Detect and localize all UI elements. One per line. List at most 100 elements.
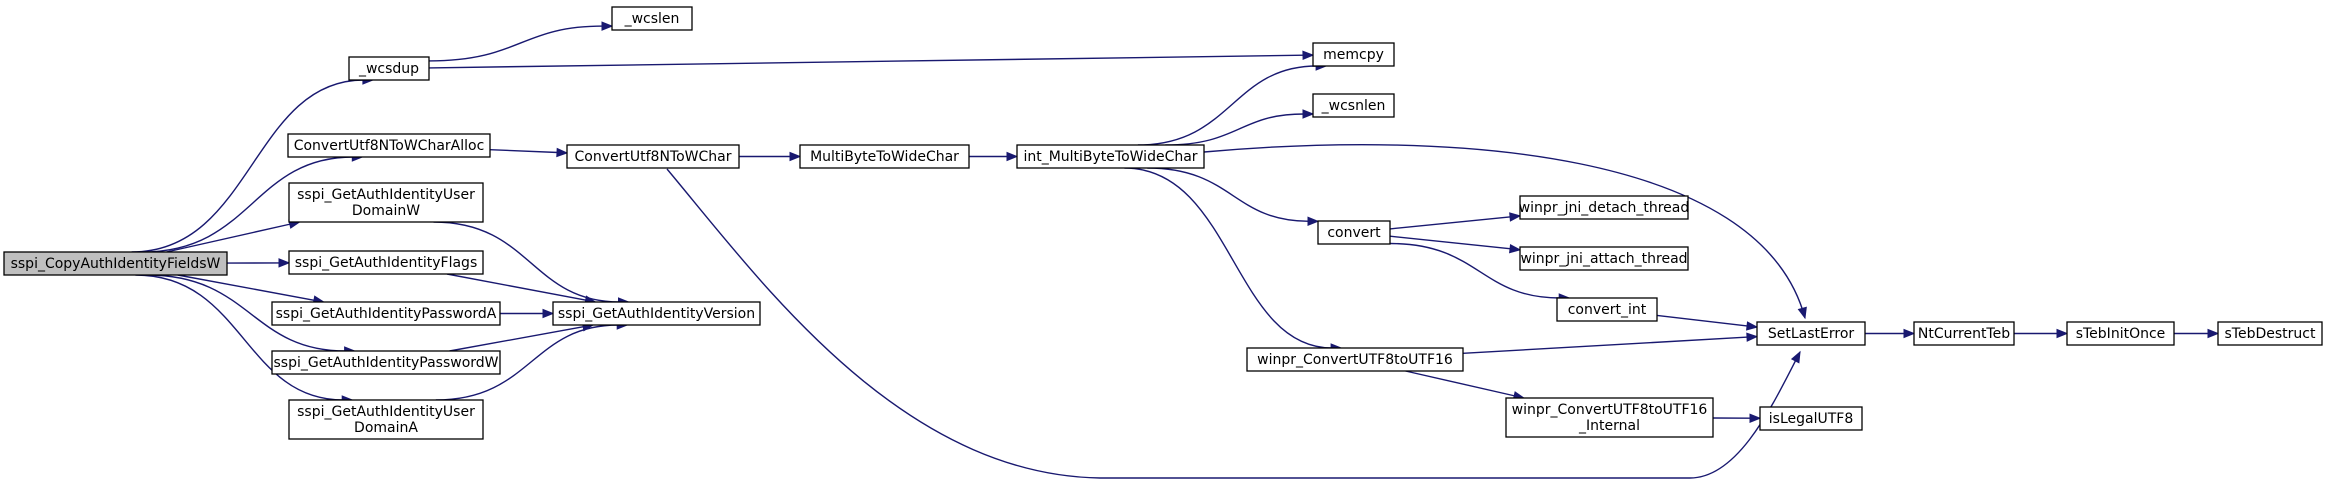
node-box-convert[interactable] <box>1317 220 1391 245</box>
node-pwa[interactable]: sspi_GetAuthIdentityPasswordA <box>271 301 501 326</box>
node-label-version-line-0[interactable]: sspi_GetAuthIdentityVersion <box>558 306 755 322</box>
arrowhead-wcsdup-to-memcpy <box>1302 50 1315 60</box>
node-label-islegal-line-0[interactable]: isLegalUTF8 <box>1769 411 1853 427</box>
node-box-flags[interactable] <box>288 250 484 275</box>
edge-cu8alloc-to-cu8 <box>489 149 559 154</box>
node-box-u8to16i[interactable] <box>1505 397 1714 438</box>
node-memcpy[interactable]: memcpy <box>1312 42 1395 67</box>
node-box-memcpy[interactable] <box>1312 42 1395 67</box>
node-label-userdomw-line-1[interactable]: DomainW <box>352 203 420 219</box>
call-edges <box>131 21 2220 479</box>
node-box-pwa[interactable] <box>271 301 501 326</box>
node-cu8alloc[interactable]: ConvertUtf8NToWCharAlloc <box>287 133 491 158</box>
node-stebd[interactable]: sTebDestruct <box>2217 321 2323 346</box>
node-detach[interactable]: winpr_jni_detach_thread <box>1519 195 1690 220</box>
arrowhead-steb-to-stebd <box>2207 328 2220 339</box>
node-label-attach-line-0[interactable]: winpr_jni_attach_thread <box>1520 251 1687 267</box>
node-box-steb[interactable] <box>2066 321 2175 346</box>
node-box-convint[interactable] <box>1556 297 1658 322</box>
node-box-pww[interactable] <box>271 350 501 375</box>
node-label-wcsdup-line-0[interactable]: _wcsdup <box>358 61 419 77</box>
node-label-pww-line-0[interactable]: sspi_GetAuthIdentityPasswordW <box>273 355 498 371</box>
node-label-cu8alloc-line-0[interactable]: ConvertUtf8NToWCharAlloc <box>294 138 485 154</box>
edge-convert-to-detach <box>1389 216 1512 230</box>
node-label-userdoma-line-0[interactable]: sspi_GetAuthIdentityUser <box>297 404 475 420</box>
node-intmb[interactable]: int_MultiByteToWideChar <box>1016 144 1205 169</box>
node-label-wcslen-line-0[interactable]: _wcslen <box>624 11 680 27</box>
node-box-attach[interactable] <box>1519 246 1689 271</box>
edge-userdoma-to-version <box>435 324 619 401</box>
node-mb2wc[interactable]: MultiByteToWideChar <box>799 144 970 169</box>
node-box-ntteb[interactable] <box>1913 321 2015 346</box>
node-label-setlast-line-0[interactable]: SetLastError <box>1768 326 1855 342</box>
node-attach[interactable]: winpr_jni_attach_thread <box>1519 246 1689 271</box>
node-label-wcsnlen-line-0[interactable]: _wcsnlen <box>1321 98 1386 114</box>
node-label-convint-line-0[interactable]: convert_int <box>1568 302 1647 318</box>
node-cu8[interactable]: ConvertUtf8NToWChar <box>566 144 740 169</box>
node-flags[interactable]: sspi_GetAuthIdentityFlags <box>288 250 484 275</box>
node-box-mb2wc[interactable] <box>799 144 970 169</box>
node-box-cu8alloc[interactable] <box>287 133 491 158</box>
node-box-cu8[interactable] <box>566 144 740 169</box>
node-box-u8to16[interactable] <box>1246 347 1464 372</box>
node-label-steb-line-0[interactable]: sTebInitOnce <box>2076 326 2166 342</box>
node-label-root-line-0[interactable]: sspi_CopyAuthIdentityFieldsW <box>11 256 221 272</box>
node-label-convert-line-0[interactable]: convert <box>1327 225 1381 241</box>
arrowhead-mb2wc-to-intmb <box>1006 151 1019 162</box>
node-box-wcslen[interactable] <box>611 6 693 31</box>
node-box-wcsdup[interactable] <box>348 56 430 81</box>
node-box-root[interactable] <box>3 251 228 276</box>
arrowhead-intmb-to-wcsnlen <box>1302 109 1315 119</box>
arrowhead-u8to16-to-setlast <box>1746 332 1759 342</box>
node-box-setlast[interactable] <box>1756 321 1866 346</box>
edge-u8to16-to-setlast <box>1462 336 1749 354</box>
node-wcsnlen[interactable]: _wcsnlen <box>1312 93 1395 118</box>
arrowhead-u8to16i-to-islegal <box>1749 413 1762 423</box>
node-label-detach-line-0[interactable]: winpr_jni_detach_thread <box>1519 200 1690 216</box>
node-u8to16[interactable]: winpr_ConvertUTF8toUTF16 <box>1246 347 1464 372</box>
node-label-stebd-line-0[interactable]: sTebDestruct <box>2225 326 2316 342</box>
node-box-detach[interactable] <box>1519 195 1689 220</box>
edge-root-to-cu8alloc <box>142 156 354 253</box>
node-label-userdomw-line-0[interactable]: sspi_GetAuthIdentityUser <box>297 187 475 203</box>
node-u8to16i[interactable]: winpr_ConvertUTF8toUTF16_Internal <box>1505 397 1714 438</box>
node-box-userdomw[interactable] <box>288 182 484 223</box>
node-label-pwa-line-0[interactable]: sspi_GetAuthIdentityPasswordA <box>276 306 497 322</box>
node-label-mb2wc-line-0[interactable]: MultiByteToWideChar <box>810 149 959 165</box>
node-label-flags-line-0[interactable]: sspi_GetAuthIdentityFlags <box>295 255 478 271</box>
node-label-intmb-line-0[interactable]: int_MultiByteToWideChar <box>1023 149 1197 165</box>
arrowhead-intmb-to-setlast <box>1797 306 1807 320</box>
node-ntteb[interactable]: NtCurrentTeb <box>1913 321 2015 346</box>
node-label-cu8-line-0[interactable]: ConvertUtf8NToWChar <box>575 149 732 165</box>
edge-convint-to-setlast <box>1656 314 1749 327</box>
node-box-wcsnlen[interactable] <box>1312 93 1395 118</box>
arrowhead-cu8alloc-to-cu8 <box>556 147 569 158</box>
node-root[interactable]: sspi_CopyAuthIdentityFieldsW <box>3 251 228 276</box>
edge-root-to-userdoma <box>135 274 344 401</box>
node-wcslen[interactable]: _wcslen <box>611 6 693 31</box>
node-convint[interactable]: convert_int <box>1556 297 1658 322</box>
node-label-memcpy-line-0[interactable]: memcpy <box>1323 47 1384 63</box>
node-label-u8to16i-line-0[interactable]: winpr_ConvertUTF8toUTF16 <box>1512 402 1708 418</box>
node-wcsdup[interactable]: _wcsdup <box>348 56 430 81</box>
node-box-version[interactable] <box>552 301 761 326</box>
node-version[interactable]: sspi_GetAuthIdentityVersion <box>552 301 761 326</box>
node-box-intmb[interactable] <box>1016 144 1205 169</box>
node-label-ntteb-line-0[interactable]: NtCurrentTeb <box>1918 326 2010 342</box>
node-setlast[interactable]: SetLastError <box>1756 321 1866 346</box>
node-steb[interactable]: sTebInitOnce <box>2066 321 2175 346</box>
arrowhead-wcsdup-to-wcslen <box>601 21 614 31</box>
node-convert[interactable]: convert <box>1317 220 1391 245</box>
node-label-userdoma-line-1[interactable]: DomainA <box>354 420 418 436</box>
node-islegal[interactable]: isLegalUTF8 <box>1759 406 1863 431</box>
edge-convert-to-attach <box>1389 235 1512 250</box>
node-label-u8to16-line-0[interactable]: winpr_ConvertUTF8toUTF16 <box>1257 352 1453 368</box>
node-box-userdoma[interactable] <box>288 399 484 440</box>
node-label-u8to16i-line-1[interactable]: _Internal <box>1578 418 1640 434</box>
node-box-stebd[interactable] <box>2217 321 2323 346</box>
node-box-islegal[interactable] <box>1759 406 1863 431</box>
node-pww[interactable]: sspi_GetAuthIdentityPasswordW <box>271 350 501 375</box>
